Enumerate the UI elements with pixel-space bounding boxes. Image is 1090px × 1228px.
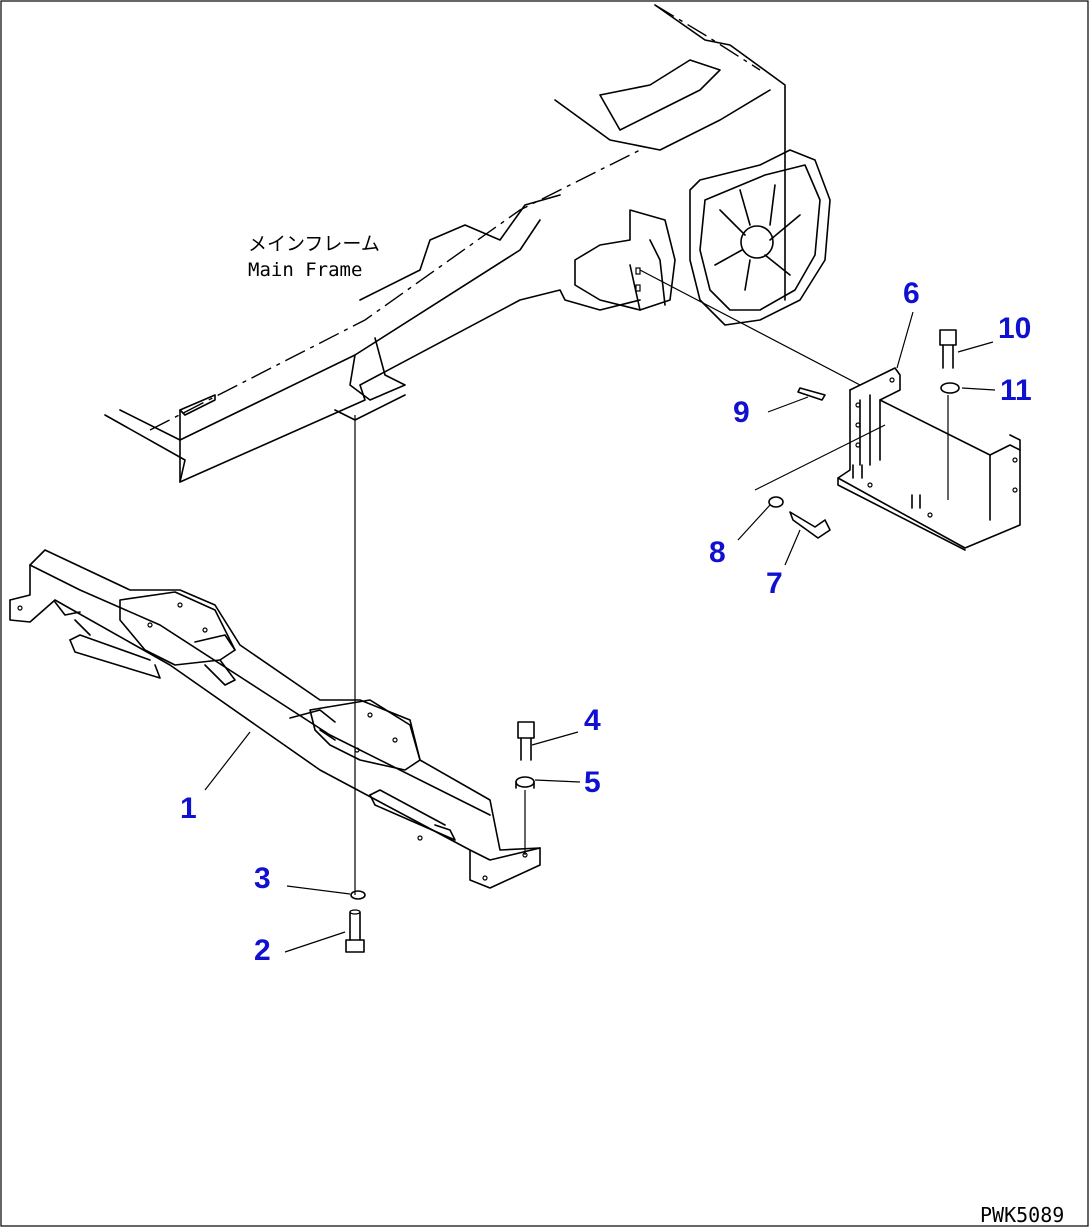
- washer-5: [515, 776, 535, 789]
- callout-6: 6: [903, 277, 920, 310]
- callout-3: 3: [254, 862, 271, 895]
- callout-9: 9: [733, 396, 750, 429]
- bolt-2: [345, 909, 365, 953]
- callout-10: 10: [998, 312, 1031, 345]
- callout-4: 4: [584, 704, 601, 737]
- pin-9: [797, 387, 826, 401]
- callout-2: 2: [254, 934, 271, 967]
- alignment-line-bracket-lower: [754, 424, 886, 491]
- leader-lines: [204, 311, 996, 953]
- bolt-10: [939, 329, 957, 369]
- callout-11: 11: [1000, 374, 1032, 407]
- bolt-7: [789, 511, 831, 539]
- bracket-6: [837, 367, 1021, 551]
- washer-3: [350, 890, 366, 900]
- alignment-line-bracket: [639, 269, 861, 386]
- callout-8: 8: [709, 536, 726, 569]
- drawing-code: PWK5089: [980, 1203, 1064, 1227]
- main-frame: [104, 4, 831, 483]
- washer-8: [768, 496, 784, 508]
- callout-5: 5: [584, 766, 601, 799]
- callout-1: 1: [180, 792, 197, 825]
- bolt-4: [517, 721, 535, 761]
- support-frame: [9, 549, 541, 889]
- main-frame-label-en: Main Frame: [248, 259, 362, 281]
- callout-7: 7: [766, 567, 783, 600]
- main-frame-label-jp: メインフレーム: [248, 233, 380, 255]
- washer-11: [940, 382, 960, 394]
